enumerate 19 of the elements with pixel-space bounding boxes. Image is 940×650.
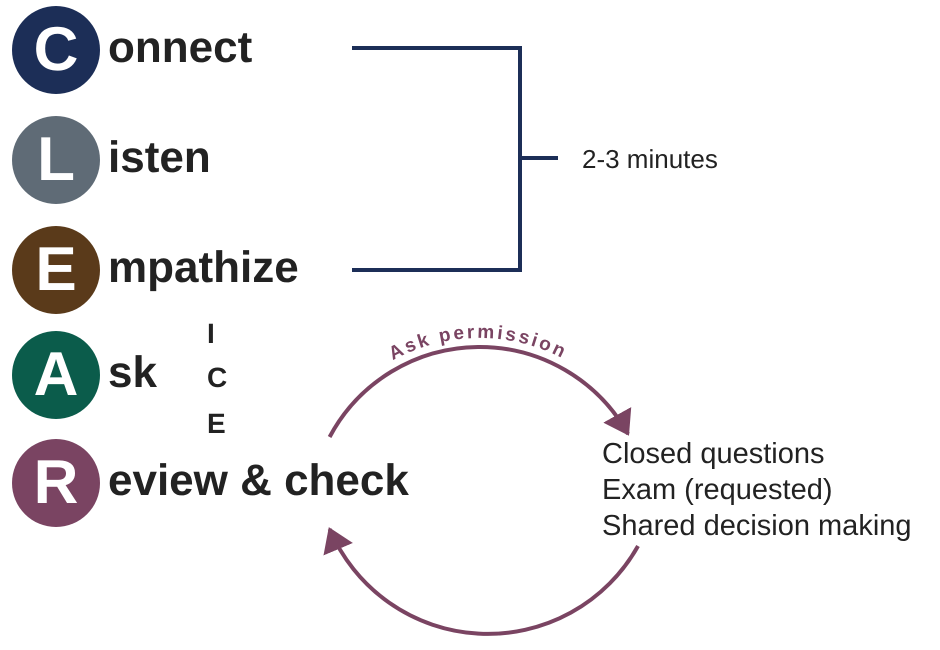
curved-arrow [325,527,640,636]
list-item: Exam (requested) [602,473,834,508]
mnemonic-word: onnect [108,22,252,74]
mnemonic-word: isten [108,132,211,184]
acronym-letter: E [207,408,226,440]
letter-circle: C [12,6,100,94]
mnemonic-word: eview & check [108,455,409,507]
letter-circle: L [12,116,100,204]
acronym-letter: I [207,318,215,350]
letter-circle: E [12,226,100,314]
mnemonic-word: mpathize [108,242,299,294]
acronym-letter: C [207,362,228,394]
letter-circle: R [12,439,100,527]
list-item: Closed questions [602,437,826,472]
letter-circle: A [12,331,100,419]
duration-text: 2-3 minutes [582,144,718,175]
curved-arrow [328,345,630,438]
list-item: Shared decision making [602,509,912,544]
mnemonic-word: sk [108,347,157,399]
